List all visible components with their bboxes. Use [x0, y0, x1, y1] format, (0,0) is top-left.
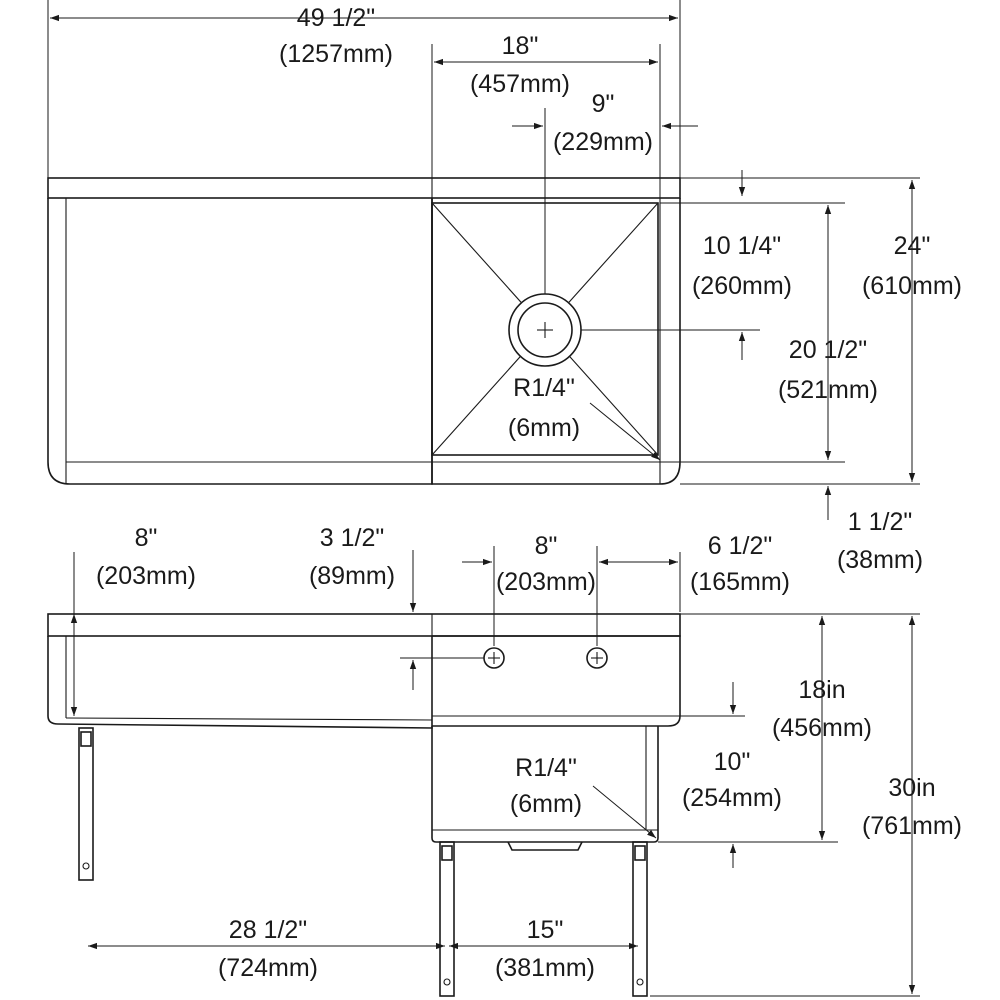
plan-drainboard: [47, 198, 433, 485]
label-front-corner-radius: R1/4": [515, 754, 577, 782]
label-bowl-width: 18": [502, 32, 539, 60]
label-left-leg-offset: 8": [135, 524, 158, 552]
label-drain-from-back-mm: (260mm): [692, 272, 792, 300]
label-right-offset-mm: (165mm): [690, 568, 790, 596]
label-front-rim: 1 1/2": [848, 508, 912, 536]
label-overall-depth-mm: (610mm): [862, 272, 962, 300]
label-backsplash-height-mm: (456mm): [772, 714, 872, 742]
label-overall-height-mm: (761mm): [862, 812, 962, 840]
label-drain-from-back: 10 1/4": [703, 232, 781, 260]
label-overall-width: 49 1/2": [297, 4, 375, 32]
label-faucet-spacing: 8": [535, 532, 558, 560]
label-leg-span-right-mm: (381mm): [495, 954, 595, 982]
label-right-offset: 6 1/2": [708, 532, 772, 560]
leg-center: [439, 841, 455, 997]
front-drain: [507, 841, 583, 851]
leg-right: [632, 841, 648, 997]
label-bowl-depth-mm: (521mm): [778, 376, 878, 404]
plan-drain-inner: [517, 302, 573, 358]
label-faucet-spacing-mm: (203mm): [496, 568, 596, 596]
faucet-hole-right: [586, 647, 608, 669]
label-leg-span-right: 15": [527, 916, 564, 944]
plan-view: 49 1/2" (1257mm) 18" (457mm) 9" (229mm) …: [47, 0, 962, 574]
label-bowl-height: 10": [714, 748, 751, 776]
front-backsplash: [47, 613, 681, 637]
label-bowl-width-mm: (457mm): [470, 70, 570, 98]
label-drain-offset: 9": [592, 90, 615, 118]
label-overall-depth: 24": [894, 232, 931, 260]
front-view: 8" (203mm) 3 1/2" (89mm) 8" (203mm) 6 1/…: [47, 524, 962, 997]
label-corner-radius: R1/4": [513, 374, 575, 402]
label-overall-width-mm: (1257mm): [279, 40, 393, 68]
label-overall-height: 30in: [888, 774, 935, 802]
label-faucet-offset-mm: (89mm): [309, 562, 395, 590]
plan-backsplash: [47, 177, 681, 199]
label-corner-radius-mm: (6mm): [508, 414, 580, 442]
label-bowl-height-mm: (254mm): [682, 784, 782, 812]
label-bowl-depth: 20 1/2": [789, 336, 867, 364]
label-leg-span-left: 28 1/2": [229, 916, 307, 944]
label-front-corner-radius-mm: (6mm): [510, 790, 582, 818]
front-bowl: [431, 726, 659, 843]
label-faucet-offset: 3 1/2": [320, 524, 384, 552]
label-front-rim-mm: (38mm): [837, 546, 923, 574]
label-backsplash-height: 18in: [798, 676, 845, 704]
front-panel: [47, 636, 433, 729]
label-left-leg-offset-mm: (203mm): [96, 562, 196, 590]
label-leg-span-left-mm: (724mm): [218, 954, 318, 982]
leg-left: [78, 727, 94, 881]
label-drain-offset-mm: (229mm): [553, 128, 653, 156]
